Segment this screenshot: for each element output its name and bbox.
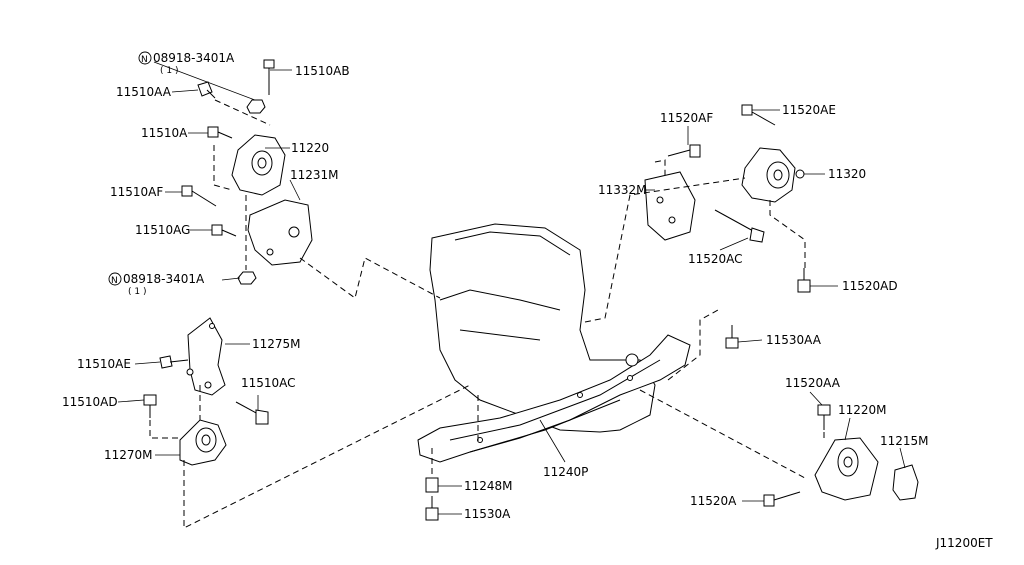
bolt-11530A	[425, 496, 439, 521]
label-11530A: 11530A	[464, 507, 511, 521]
label-11510AB: 11510AB	[295, 64, 350, 78]
label-11510AG: 11510AG	[135, 223, 190, 237]
bolt-11510AC	[235, 401, 269, 425]
bolt-11520AA	[817, 404, 831, 430]
bolt-11510AB	[263, 59, 275, 95]
label-11275M: 11275M	[252, 337, 301, 351]
mount-11320	[741, 147, 805, 203]
label-11220: 11220	[291, 141, 329, 155]
label-11520AA: 11520AA	[785, 376, 841, 390]
mount-11270M	[179, 419, 227, 466]
label-qty-top: ( 1 )	[160, 66, 178, 76]
bolt-11510AE	[159, 355, 189, 369]
nut-top	[246, 99, 266, 114]
page-code: J11200ET	[935, 536, 993, 550]
bolt-11510AG	[211, 224, 237, 237]
label-08918-3401A-top: 08918-3401A	[153, 51, 235, 65]
label-11510A: 11510A	[141, 126, 188, 140]
label-08918-3401A-bottom: 08918-3401A	[123, 272, 205, 286]
label-11530AA: 11530AA	[766, 333, 822, 347]
bracket-11275M	[186, 317, 226, 396]
bolt-11510A	[207, 126, 233, 139]
nut-symbol-bottom: N	[111, 276, 118, 286]
label-11520A: 11520A	[690, 494, 737, 508]
bolt-11520A	[763, 491, 801, 507]
label-11215M: 11215M	[880, 434, 929, 448]
label-11520AD: 11520AD	[842, 279, 898, 293]
label-11520AF: 11520AF	[660, 111, 713, 125]
crossmember	[417, 334, 691, 463]
label-qty-bottom: ( 1 )	[128, 287, 146, 297]
nut-callout-bottom: N 08918-3401A ( 1 )	[108, 272, 205, 297]
label-11240P: 11240P	[543, 465, 588, 479]
label-11510AD: 11510AD	[62, 395, 118, 409]
stopper-11215M	[892, 464, 919, 501]
label-11510AF: 11510AF	[110, 185, 163, 199]
nut-bottom	[237, 271, 257, 285]
bolt-11520AF	[667, 144, 701, 158]
label-11520AE: 11520AE	[782, 103, 836, 117]
bolt-11520AC	[714, 209, 765, 243]
bolt-11520AE	[741, 104, 776, 126]
bolt-11510AA	[197, 81, 216, 99]
bolt-11520AD	[797, 268, 811, 293]
label-11220M: 11220M	[838, 403, 887, 417]
nut-symbol-top: N	[141, 55, 148, 65]
label-11520AC: 11520AC	[688, 252, 743, 266]
label-11332M: 11332M	[598, 183, 647, 197]
mount-11220	[231, 134, 286, 196]
engine-block	[429, 223, 656, 433]
nut-callout-top: N 08918-3401A ( 1 )	[138, 51, 235, 76]
label-11248M: 11248M	[464, 479, 513, 493]
label-11510AA: 11510AA	[116, 85, 172, 99]
bracket-11332M	[644, 171, 696, 241]
label-11320: 11320	[828, 167, 866, 181]
label-11510AC: 11510AC	[241, 376, 296, 390]
bolt-11248M	[425, 477, 439, 493]
mount-11220M	[814, 437, 879, 501]
bolt-11510AD	[143, 394, 157, 418]
bolt-11530AA	[725, 325, 739, 349]
label-11231M: 11231M	[290, 168, 339, 182]
bracket-11231M	[247, 199, 313, 266]
bolt-11510AF	[181, 185, 217, 207]
label-11270M: 11270M	[104, 448, 153, 462]
label-11510AE: 11510AE	[77, 357, 131, 371]
